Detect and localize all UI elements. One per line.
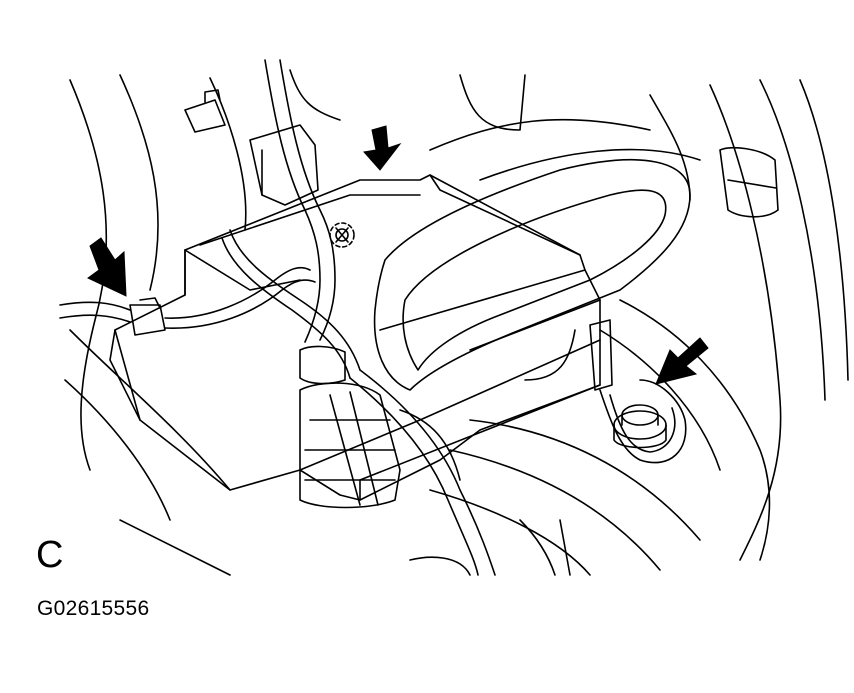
mounting-bolt — [614, 405, 666, 448]
airbag-sensor-module — [110, 175, 612, 500]
wire-harness — [60, 60, 495, 575]
down-arrow-icon — [364, 126, 400, 170]
view-letter: C — [36, 534, 64, 576]
harness-clamp — [185, 90, 778, 217]
mounting-screw — [330, 223, 354, 247]
down-arrow-icon — [88, 238, 126, 296]
figure-code: G02615556 — [37, 597, 150, 620]
vehicle-body-lines — [65, 70, 848, 575]
lower-harness — [300, 383, 470, 575]
down-arrow-icon — [656, 338, 708, 384]
mounting-bracket — [375, 160, 690, 463]
